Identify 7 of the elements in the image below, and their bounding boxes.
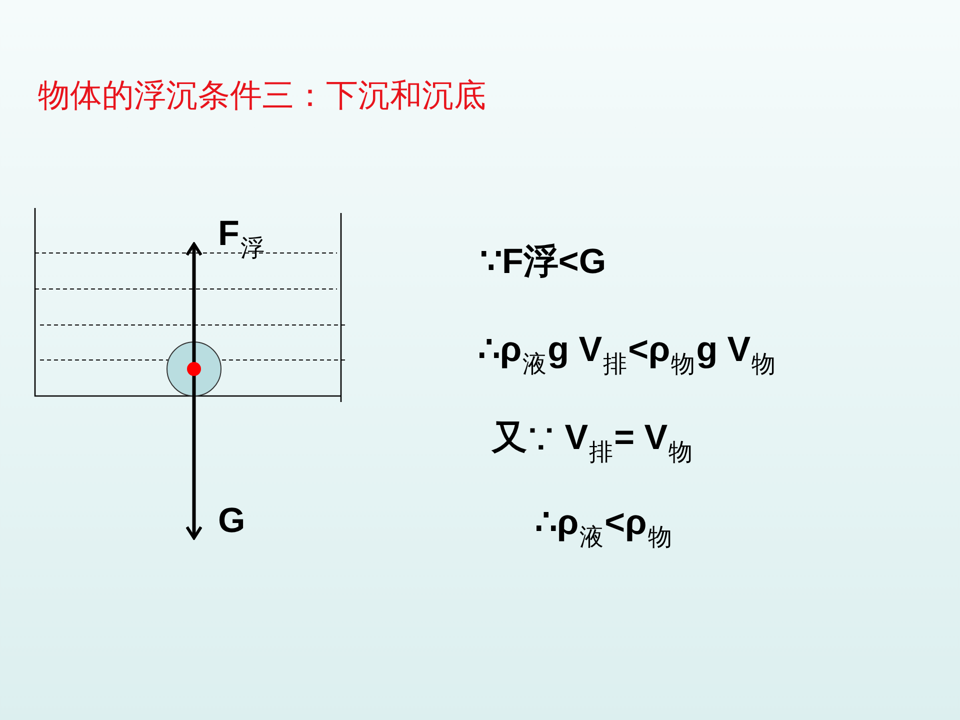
equation: 又∵ V$_{排}$= V$_{物}$ [492,420,694,468]
equation: ∴ρ$_{液}$g V$_{排}$<ρ$_{物}$g V$_{物}$ [478,332,777,380]
title: 物体的浮沉条件三：下沉和沉底 [38,75,486,116]
force-label: F$_{浮}$ [218,216,266,264]
force-label: G [218,503,246,538]
equation: ∴ρ$_{液}$<ρ$_{物}$ [535,505,673,553]
equation: ∵F浮<G [480,244,606,279]
